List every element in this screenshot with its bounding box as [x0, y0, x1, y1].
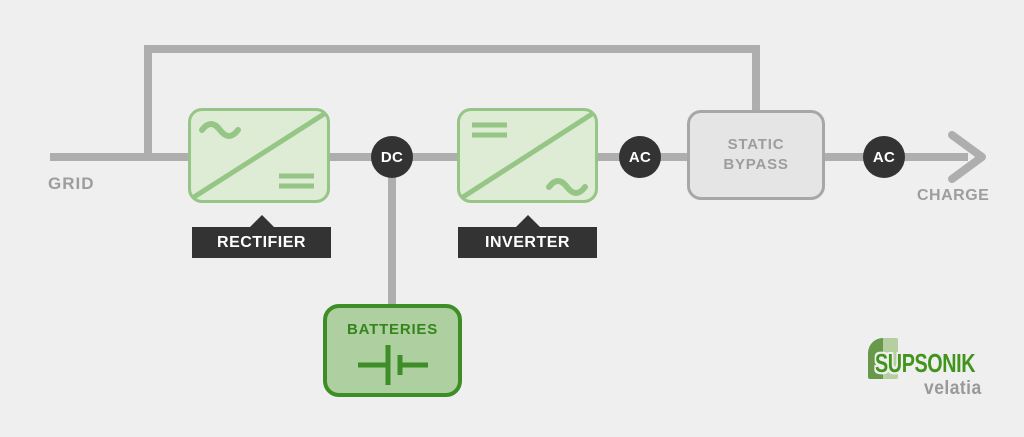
- static-bypass-block: STATIC BYPASS: [687, 110, 825, 200]
- ac-node-inverter-output: AC: [619, 136, 661, 178]
- dc-to-ac-converter-icon: [461, 111, 594, 200]
- grid-label: GRID: [48, 174, 95, 193]
- inverter-callout: INVERTER: [458, 215, 597, 258]
- ac-to-dc-converter-icon: [192, 111, 326, 200]
- bypass-line-left: [144, 45, 152, 161]
- rectifier-callout-label: RECTIFIER: [217, 233, 306, 251]
- charge-label: CHARGE: [917, 187, 990, 204]
- inverter-callout-label: INVERTER: [485, 233, 570, 251]
- supsonik-logo-mark-icon: [868, 338, 898, 379]
- ac-waveform-icon: [546, 178, 588, 196]
- ac-node-label: AC: [872, 148, 896, 166]
- rectifier-block: [188, 108, 330, 203]
- static-bypass-label-line1: STATIC: [727, 136, 785, 153]
- callout-pointer: [248, 215, 275, 228]
- supsonik-logo: SUPSONIK velatia: [866, 334, 986, 399]
- rectifier-callout: RECTIFIER: [192, 215, 331, 258]
- supsonik-brand-text: SUPSONIK: [875, 348, 976, 378]
- dc-node-label: DC: [380, 148, 404, 166]
- velatia-subbrand-text: velatia: [924, 378, 982, 399]
- ac-waveform-icon: [199, 121, 241, 139]
- callout-pointer: [514, 215, 541, 228]
- battery-cell-icon: [357, 345, 428, 385]
- batteries-label: BATTERIES: [346, 321, 439, 338]
- dc-node: DC: [371, 136, 413, 178]
- ac-node-output: AC: [863, 136, 905, 178]
- batteries-block: BATTERIES: [323, 304, 462, 397]
- arrow-right-icon: [948, 131, 986, 183]
- bypass-line-right: [752, 45, 760, 113]
- bypass-line-top: [144, 45, 760, 53]
- inverter-block: [457, 108, 598, 203]
- battery-line: [388, 157, 396, 307]
- static-bypass-label-line2: BYPASS: [723, 156, 789, 173]
- ac-node-label: AC: [628, 148, 652, 166]
